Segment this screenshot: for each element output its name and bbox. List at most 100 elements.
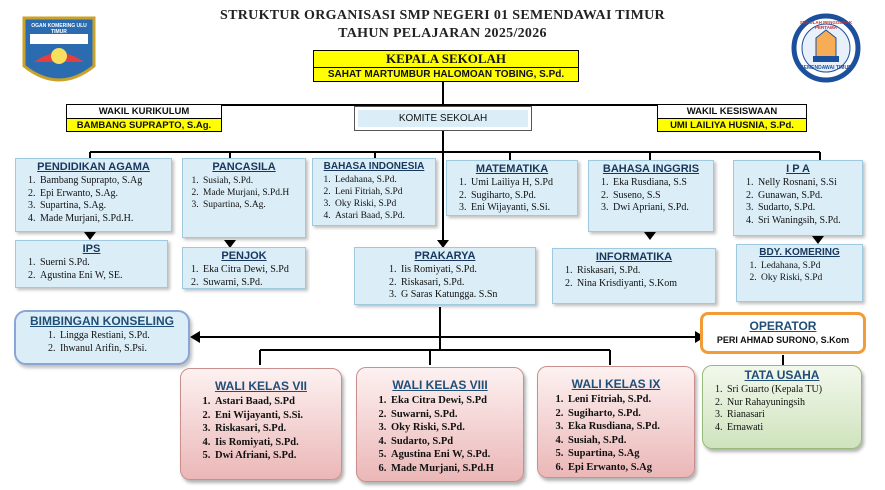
list-item: Sri Guarto (Kepala TU) <box>725 384 861 397</box>
list-item: Made Murjani, S.Pd.H. <box>38 213 171 226</box>
subject-list: Ledahana, S.Pd. Leni Fitriah, S.Pd Oky R… <box>313 174 435 222</box>
subject-informatika: INFORMATIKA Riskasari, S.Pd. Nina Krisdi… <box>552 248 716 304</box>
bimbingan-konseling-box: BIMBINGAN KONSELING Lingga Restiani, S.P… <box>14 310 190 365</box>
list-item: Astari Baad, S.Pd. <box>333 210 435 222</box>
wali-kelas-title: WALI KELAS VIII <box>392 378 488 392</box>
subject-prakarya: PRAKARYA Iis Romiyati, S.Pd. Riskasari, … <box>354 247 536 305</box>
list-item: Dwi Afriani, S.Pd. <box>213 449 341 463</box>
list-item: Eka Citra Dewi, S.Pd <box>389 394 523 408</box>
wali-kelas-list: Astari Baad, S.Pd Eni Wijayanti, S.Si. R… <box>181 395 341 463</box>
subject-title: IPS <box>82 243 101 255</box>
list-item: Ledahana, S.Pd. <box>333 174 435 186</box>
list-item: Eni Wijayanti, S.Si. <box>213 409 341 423</box>
subject-penjok: PENJOK Eka Citra Dewi, S.Pd Suwarni, S.P… <box>182 247 306 289</box>
list-item: Lingga Restiani, S.Pd. <box>58 330 188 343</box>
wali-kelas-viii-box: WALI KELAS VIII Eka Citra Dewi, S.Pd Suw… <box>356 367 524 482</box>
list-item: Iis Romiyati, S.Pd. <box>399 264 535 277</box>
kepala-name: SAHAT MARTUMBUR HALOMOAN TOBING, S.Pd. <box>327 69 565 80</box>
list-item: Agustina Eni W, S.Pd. <box>389 448 523 462</box>
list-item: Supartina, S.Ag. <box>201 199 305 211</box>
bk-list: Lingga Restiani, S.Pd. Ihwanul Arifin, S… <box>16 330 188 355</box>
list-item: Suwarni, S.Pd. <box>201 277 305 290</box>
subject-matematika: MATEMATIKA Umi Lailiya H, S.Pd Sugiharto… <box>446 160 578 216</box>
subject-list: Riskasari, S.Pd. Nina Krisdiyanti, S.Kom <box>553 265 715 290</box>
school-emblem-icon <box>791 13 861 83</box>
list-item: Leni Fitriah, S.Pd. <box>566 393 694 407</box>
subject-ips: IPS Suerni S.Pd. Agustina Eni W, SE. <box>15 240 168 288</box>
list-item: Astari Baad, S.Pd <box>213 395 341 409</box>
list-item: Riskasari, S.Pd. <box>575 265 715 278</box>
subject-list: Iis Romiyati, S.Pd. Riskasari, S.Pd. G S… <box>355 264 535 302</box>
operator-box: OPERATOR PERI AHMAD SURONO, S.Kom <box>700 312 866 354</box>
shield-emblem-icon <box>22 16 96 82</box>
wakil-kesiswaan-box: WAKIL KESISWAAN UMI LAILIYA HUSNIA, S.Pd… <box>657 104 807 132</box>
subject-list: Umi Lailiya H, S.Pd Sugiharto, S.Pd. Eni… <box>447 177 577 215</box>
wali-kelas-title: WALI KELAS VII <box>214 379 307 393</box>
subject-list: Bambang Suprapto, S.Ag Epi Erwanto, S.Ag… <box>16 175 171 225</box>
list-item: Sudarto, S.Pd. <box>756 202 862 215</box>
subject-pendidikan-agama: PENDIDIKAN AGAMA Bambang Suprapto, S.Ag … <box>15 158 172 232</box>
bk-title: BIMBINGAN KONSELING <box>30 314 174 328</box>
subject-title: PANCASILA <box>212 161 276 173</box>
subject-title: BAHASA INGGRIS <box>602 163 700 175</box>
subject-list: Suerni S.Pd. Agustina Eni W, SE. <box>16 257 167 282</box>
wakil-kurikulum-box: WAKIL KURIKULUM BAMBANG SUPRAPTO, S.Ag. <box>66 104 222 132</box>
list-item: Ihwanul Arifin, S.Psi. <box>58 343 188 356</box>
wakil-kurikulum-name: BAMBANG SUPRAPTO, S.Ag. <box>76 120 212 131</box>
subject-title: PRAKARYA <box>414 250 476 262</box>
subject-bahasa-inggris: BAHASA INGGRIS Eka Rusdiana, S.S Suseno,… <box>588 160 714 232</box>
list-item: Eni Wijayanti, S.Si. <box>469 202 577 215</box>
wali-kelas-list: Eka Citra Dewi, S.Pd Suwarni, S.Pd. Oky … <box>357 394 523 475</box>
list-item: Agustina Eni W, SE. <box>38 270 167 283</box>
list-item: Iis Romiyati, S.Pd. <box>213 436 341 450</box>
wakil-kesiswaan-title: WAKIL KESISWAAN <box>658 105 806 119</box>
list-item: Gunawan, S.Pd. <box>756 190 862 203</box>
list-item: Ledahana, S.Pd <box>759 260 862 272</box>
list-item: Nelly Rosnani, S.Si <box>756 177 862 190</box>
list-item: Eka Rusdiana, S.Pd. <box>566 420 694 434</box>
wali-kelas-ix-box: WALI KELAS IX Leni Fitriah, S.Pd. Sugiha… <box>537 366 695 478</box>
komite-box: KOMITE SEKOLAH <box>354 106 532 131</box>
list-item: Suerni S.Pd. <box>38 257 167 270</box>
subject-list: Eka Rusdiana, S.S Suseno, S.S Dwi Aprian… <box>589 177 713 215</box>
wali-kelas-title: WALI KELAS IX <box>571 377 661 391</box>
tata-usaha-list: Sri Guarto (Kepala TU) Nur Rahayuningsih… <box>703 384 861 434</box>
list-item: Suseno, S.S <box>611 190 713 203</box>
subject-list: Ledahana, S.Pd Oky Riski, S.Pd <box>737 260 862 284</box>
list-item: Bambang Suprapto, S.Ag <box>38 175 171 188</box>
list-item: Susiah, S.Pd. <box>566 434 694 448</box>
list-item: Sri Waningsih, S.Pd. <box>756 215 862 228</box>
list-item: Leni Fitriah, S.Pd <box>333 186 435 198</box>
page-title-line2: TAHUN PELAJARAN 2025/2026 <box>338 26 547 41</box>
wali-kelas-list: Leni Fitriah, S.Pd. Sugiharto, S.Pd. Eka… <box>538 393 694 474</box>
district-logo: OGAN KOMERING ULU TIMUR <box>20 14 98 90</box>
page-title-line1: STRUKTUR ORGANISASI SMP NEGERI 01 SEMEND… <box>220 8 665 23</box>
list-item: Sudarto, S.Pd <box>389 435 523 449</box>
subject-list: Nelly Rosnani, S.Si Gunawan, S.Pd. Sudar… <box>734 177 862 227</box>
list-item: Suwarni, S.Pd. <box>389 408 523 422</box>
list-item: Nur Rahayuningsih <box>725 397 861 410</box>
tata-usaha-box: TATA USAHA Sri Guarto (Kepala TU) Nur Ra… <box>702 365 862 449</box>
list-item: Riskasari, S.Pd. <box>213 422 341 436</box>
list-item: Eka Citra Dewi, S.Pd <box>201 264 305 277</box>
list-item: Epi Erwanto, S.Ag. <box>38 188 171 201</box>
district-logo-text: OGAN KOMERING ULU TIMUR <box>31 23 87 35</box>
subject-bdy-komering: BDY. KOMERING Ledahana, S.Pd Oky Riski, … <box>736 244 863 302</box>
subject-title: PENJOK <box>221 250 267 262</box>
subject-title: BAHASA INDONESIA <box>323 161 425 172</box>
list-item: Oky Riski, S.Pd <box>759 272 862 284</box>
wakil-kesiswaan-name: UMI LAILIYA HUSNIA, S.Pd. <box>670 120 794 131</box>
subject-list: Eka Citra Dewi, S.Pd Suwarni, S.Pd. <box>183 264 305 289</box>
subject-title: BDY. KOMERING <box>759 247 840 258</box>
list-item: Ernawati <box>725 422 861 435</box>
subject-title: PENDIDIKAN AGAMA <box>37 161 150 173</box>
list-item: Susiah, S.Pd. <box>201 175 305 187</box>
subject-list: Susiah, S.Pd. Made Murjani, S.Pd.H Supar… <box>183 175 305 211</box>
list-item: Nina Krisdiyanti, S.Kom <box>575 278 715 291</box>
subject-title: I P A <box>786 163 810 175</box>
list-item: Oky Riski, S.Pd. <box>389 421 523 435</box>
list-item: Dwi Apriani, S.Pd. <box>611 202 713 215</box>
subject-title: INFORMATIKA <box>595 251 673 263</box>
kepala-title: KEPALA SEKOLAH <box>314 51 578 68</box>
